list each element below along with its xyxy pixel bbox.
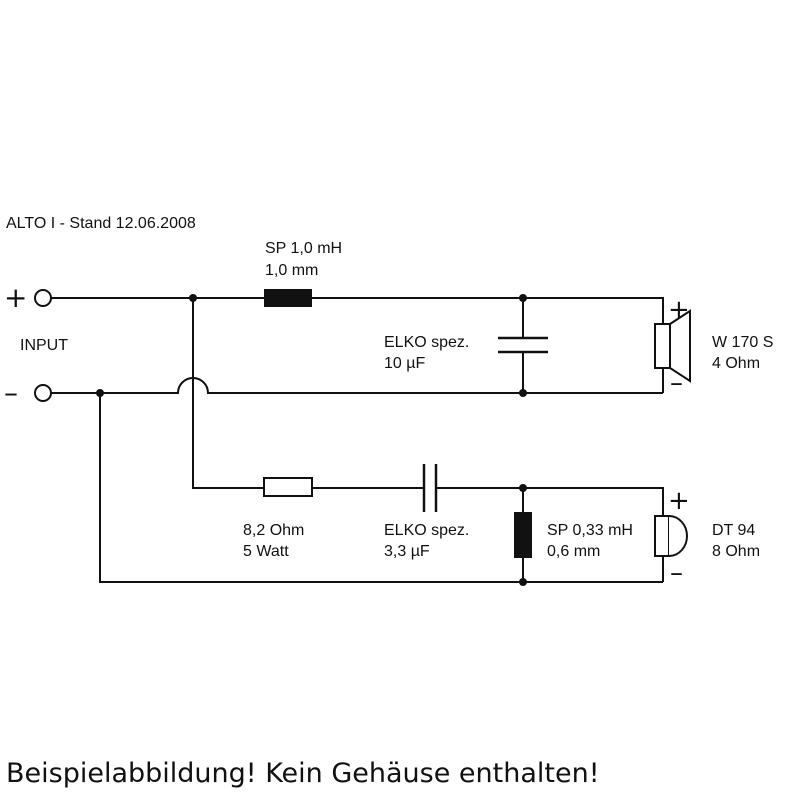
wire-positive-rail xyxy=(51,297,664,393)
inductor-main-wire: 1,0 mm xyxy=(265,262,318,279)
input-minus-terminal: – xyxy=(4,376,52,409)
inductor-tweeter-wire: 0,6 mm xyxy=(547,543,600,560)
inductor-main xyxy=(264,289,312,307)
svg-text:+: + xyxy=(4,281,27,314)
tweeter-impedance: 8 Ohm xyxy=(712,543,760,560)
input-label: INPUT xyxy=(20,337,68,354)
junction-dots xyxy=(96,294,527,586)
woofer-minus: – xyxy=(670,368,683,398)
tweeter-model: DT 94 xyxy=(712,522,755,539)
capacitor-main-type: ELKO spez. xyxy=(384,334,469,351)
inductor-tweeter-value: SP 0,33 mH xyxy=(547,522,633,539)
woofer-impedance: 4 Ohm xyxy=(712,355,760,372)
wire-tweeter-return xyxy=(99,393,663,583)
wire-tweeter-branch xyxy=(192,298,664,582)
footer-disclaimer: Beispielabbildung! Kein Gehäuse enthalte… xyxy=(6,758,600,789)
woofer-model: W 170 S xyxy=(712,334,773,351)
inductor-tweeter xyxy=(514,512,532,558)
tweeter-plus: + xyxy=(668,486,690,516)
capacitor-tweeter xyxy=(422,464,438,512)
capacitor-tweeter-value: 3,3 µF xyxy=(384,543,430,560)
tweeter-speaker xyxy=(654,515,688,557)
woofer-speaker xyxy=(654,309,691,383)
resistor-power: 5 Watt xyxy=(243,543,289,560)
woofer-plus: + xyxy=(668,295,690,325)
capacitor-tweeter-type: ELKO spez. xyxy=(384,522,469,539)
schematic-title: ALTO I - Stand 12.06.2008 xyxy=(6,215,196,232)
inductor-main-value: SP 1,0 mH xyxy=(265,240,342,257)
resistor xyxy=(263,477,313,497)
svg-text:–: – xyxy=(4,376,18,409)
resistor-value: 8,2 Ohm xyxy=(243,522,304,539)
capacitor-main xyxy=(498,298,548,393)
wire-negative-rail xyxy=(51,377,663,394)
tweeter-minus: – xyxy=(670,558,683,588)
input-plus-terminal: + xyxy=(4,281,52,314)
capacitor-main-value: 10 µF xyxy=(384,355,425,372)
